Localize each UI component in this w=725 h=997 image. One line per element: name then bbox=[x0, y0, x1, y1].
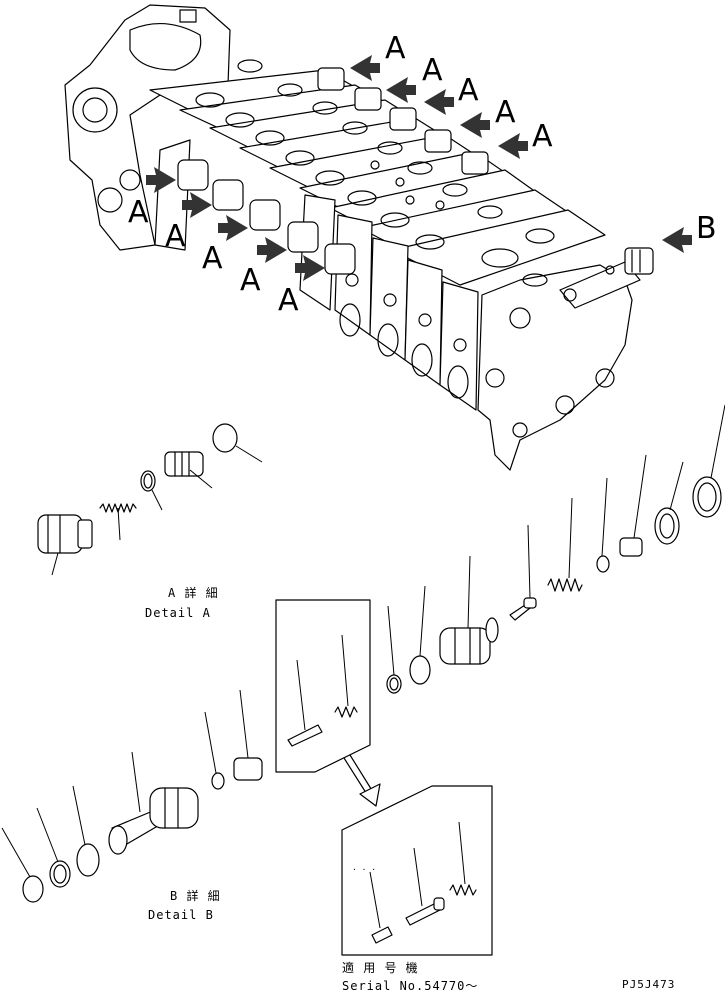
detail-b-label-en: Detail B bbox=[148, 908, 214, 922]
plug bbox=[37, 514, 93, 576]
back-plugs bbox=[317, 67, 489, 175]
spring bbox=[334, 634, 358, 718]
backup-ring bbox=[36, 807, 71, 888]
pin bbox=[287, 659, 323, 747]
backup-ring bbox=[386, 605, 402, 694]
sleeve bbox=[619, 454, 647, 557]
callout-a: A bbox=[240, 263, 261, 298]
detail-b-parts bbox=[1, 404, 725, 903]
disc bbox=[1, 827, 44, 903]
arrow-hatched-icon bbox=[146, 167, 176, 193]
arrow-hatched-icon bbox=[498, 133, 528, 159]
ring bbox=[140, 470, 163, 511]
arrow-hatched-icon bbox=[257, 237, 287, 263]
spool-b bbox=[108, 751, 199, 855]
callout-a: A bbox=[202, 241, 223, 276]
valve-sections bbox=[149, 59, 606, 286]
arrow-hatched-icon bbox=[182, 192, 212, 218]
small-ring bbox=[204, 711, 225, 790]
arrow-hatched-icon bbox=[218, 215, 248, 241]
ball bbox=[596, 477, 610, 573]
callout-b: B bbox=[696, 211, 717, 246]
front-plugs bbox=[177, 159, 356, 275]
callout-a: A bbox=[385, 31, 406, 66]
detail-b-label-jp: B 詳 細 bbox=[170, 888, 221, 903]
collar bbox=[233, 689, 263, 781]
arrow-hatched-icon bbox=[350, 55, 380, 81]
spool bbox=[439, 555, 499, 665]
disc bbox=[212, 423, 263, 463]
callout-letters: A A A A A A A A A A B bbox=[128, 31, 717, 318]
o-ring bbox=[409, 585, 431, 685]
detail-a-label-en: Detail A bbox=[145, 606, 211, 620]
pin-long bbox=[405, 847, 445, 926]
drawing-code: PJ5J473 bbox=[622, 978, 675, 991]
callout-a: A bbox=[495, 95, 516, 130]
callout-a: A bbox=[128, 195, 149, 230]
arrow-hatched-icon bbox=[460, 112, 490, 138]
spring bbox=[449, 821, 477, 896]
detail-a-label-jp: A 詳 細 bbox=[168, 585, 219, 600]
arrow-down-outline-icon bbox=[343, 754, 381, 807]
callout-arrows bbox=[146, 55, 692, 281]
nut-ring bbox=[654, 461, 684, 545]
arrow-hatched-icon bbox=[662, 227, 692, 253]
callout-a: A bbox=[532, 119, 553, 154]
serial-label-jp: 適 用 号 機 bbox=[342, 960, 419, 975]
callout-a: A bbox=[165, 219, 186, 254]
detail-a-parts bbox=[37, 423, 263, 576]
callout-a: A bbox=[278, 283, 299, 318]
arrow-hatched-icon bbox=[295, 255, 325, 281]
o-ring bbox=[72, 785, 100, 877]
arrow-hatched-icon bbox=[424, 89, 454, 115]
spring bbox=[547, 497, 583, 592]
poppet bbox=[164, 451, 213, 489]
control-valve-assembly bbox=[64, 4, 654, 471]
serial-label-en: Serial No.54770～ bbox=[342, 979, 478, 992]
arrow-hatched-icon bbox=[386, 77, 416, 103]
callout-a: A bbox=[458, 73, 479, 108]
svg-text:· · ·: · · · bbox=[352, 865, 376, 874]
nut bbox=[692, 404, 725, 518]
spring bbox=[99, 503, 137, 541]
b-plug bbox=[559, 247, 654, 309]
inset-box bbox=[275, 599, 371, 773]
serial-inset-box: · · · bbox=[341, 785, 493, 956]
piston bbox=[509, 524, 537, 621]
callout-a: A bbox=[422, 53, 443, 88]
pin-short bbox=[369, 871, 393, 944]
